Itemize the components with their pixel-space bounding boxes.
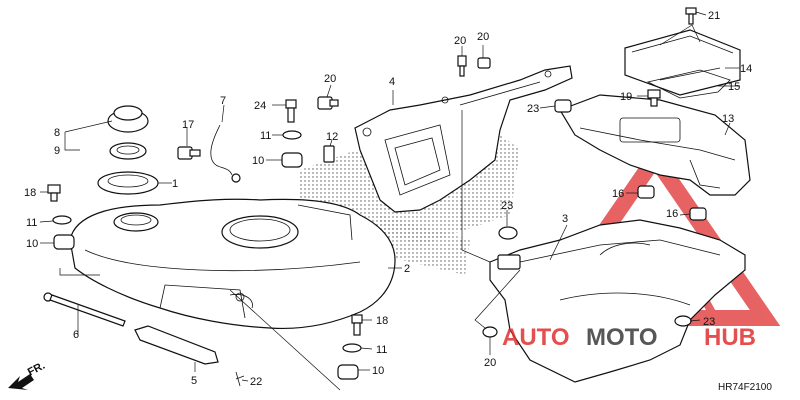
callout-15: 15: [728, 81, 740, 93]
front-direction-label: FR.: [26, 360, 47, 379]
grommet-23-mid: [498, 226, 518, 240]
callout-17: 17: [182, 119, 194, 131]
callout-5: 5: [191, 375, 197, 387]
grommet-10-left: [53, 234, 75, 250]
callout-23-right: 23: [703, 316, 715, 328]
callout-19: 19: [620, 91, 632, 103]
fuel-tank: [69, 198, 396, 329]
filler-ring: [97, 171, 159, 195]
callout-11-top: 11: [260, 130, 271, 142]
bolt-20-a: [317, 96, 339, 110]
callout-20-d: 20: [484, 357, 496, 369]
callout-10-left: 10: [26, 238, 38, 250]
bolt-19: [647, 89, 661, 107]
callout-16-b: 16: [666, 208, 678, 220]
grommet-16-a: [637, 185, 655, 199]
callout-4: 4: [389, 76, 395, 88]
callout-20-b: 20: [454, 35, 466, 47]
clip-12: [323, 145, 335, 163]
callout-10-top: 10: [252, 155, 264, 167]
callout-18-right: 18: [376, 315, 388, 327]
grommet-10-top: [281, 152, 303, 168]
bolt-24: [285, 99, 297, 123]
callout-3: 3: [562, 213, 568, 225]
callout-21: 21: [708, 10, 720, 22]
leader-lines: [39, 11, 740, 391]
callout-24: 24: [254, 100, 266, 112]
watermark-text: AUTO MOTO HUB: [502, 324, 756, 351]
tank-bracket: [354, 65, 573, 213]
screw-21: [685, 7, 697, 25]
clip-22: [235, 371, 245, 387]
long-bolt-6: [43, 292, 126, 327]
grommet-23-top: [554, 99, 572, 113]
callout-1: 1: [172, 178, 178, 190]
ecu-bracket: [559, 94, 751, 196]
callout-20-a: 20: [324, 73, 336, 85]
callout-12: 12: [326, 131, 338, 143]
callout-13: 13: [722, 113, 734, 125]
callout-8: 8: [54, 127, 60, 139]
watermark-word-moto: MOTO: [586, 324, 658, 351]
lower-cover: [489, 219, 746, 383]
callout-2: 2: [404, 263, 410, 275]
callout-7: 7: [220, 95, 226, 107]
callout-6: 6: [73, 329, 79, 341]
collar-11-right: [342, 343, 362, 353]
callout-10-right: 10: [372, 365, 384, 377]
callout-23-mid: 23: [501, 200, 513, 212]
callout-9: 9: [54, 145, 60, 157]
callout-14: 14: [740, 63, 752, 75]
bolt-18-right: [351, 314, 363, 336]
callout-11-right: 11: [376, 344, 387, 356]
callout-16-a: 16: [612, 188, 624, 200]
grommet-10-right: [337, 364, 359, 380]
watermark-word-hub: HUB: [704, 324, 756, 351]
grommet-23-right: [674, 315, 692, 327]
ecu-cover: [624, 29, 741, 96]
front-arrow-icon: [8, 374, 34, 390]
strap-5: [134, 325, 219, 365]
bolt-20-c: [477, 57, 491, 69]
grommet-16-b: [689, 207, 707, 221]
callout-labels: 1 2 3 4 5 6 7 8 9 10 10 10 11 11 11 12 1…: [24, 10, 752, 388]
collar-11-left: [52, 215, 72, 225]
front-direction-indicator: FR.: [8, 360, 47, 390]
bolt-17: [177, 146, 201, 160]
callout-18-left: 18: [24, 187, 36, 199]
bolt-18-left: [47, 184, 61, 202]
callout-20-c: 20: [477, 31, 489, 43]
callout-22: 22: [250, 376, 262, 388]
fuel-cap: [107, 105, 149, 133]
cap-gasket: [109, 142, 147, 160]
watermark-word-auto: AUTO: [502, 324, 570, 351]
callout-23-top: 23: [527, 103, 539, 115]
bolt-20-b: [457, 55, 467, 77]
diagram-code: HR74F2100: [718, 382, 772, 393]
grommet-20-lower: [482, 326, 498, 338]
collar-11-top: [282, 130, 302, 140]
breather-tube: [210, 124, 241, 183]
callout-11-left: 11: [26, 217, 37, 229]
